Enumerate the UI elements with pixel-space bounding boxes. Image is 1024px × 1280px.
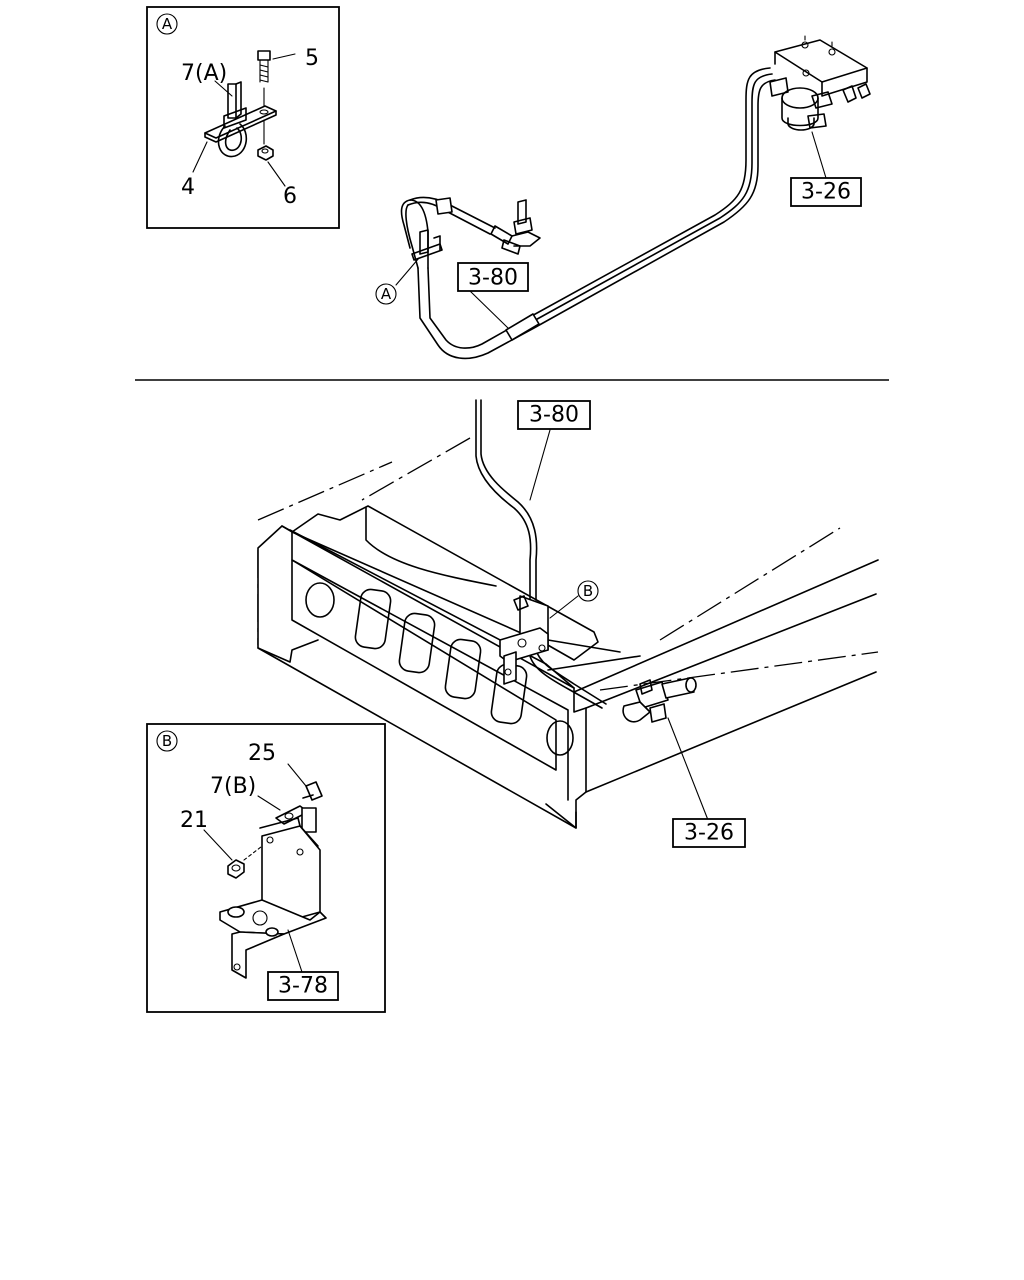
bottom-ref-3-26-box [672,818,746,848]
manifold-block-icon [774,35,871,103]
top-fitting-icon [490,199,541,255]
callout-21: 21 [180,808,208,833]
detail-b-ref-3-78: 3-78 [278,974,328,999]
leader-6 [267,161,286,187]
top-clamp-a-icon [411,229,443,261]
detail-b-marker-circle [156,730,178,752]
bottom-marker-b: B [583,582,593,600]
bolt-5-icon [257,50,296,83]
bottom-ref-3-80: 3-80 [529,403,579,428]
callout-7a: 7(A) [181,61,227,86]
bottom-marker-b-circle [577,580,599,602]
leader-top-3-26 [811,131,827,179]
detail-b-ref-3-78-box [267,971,339,1001]
bottom-ref-3-26: 3-26 [684,821,734,846]
clip-plate-icon [204,81,277,158]
detail-a-marker-circle [156,13,178,35]
frame-hole-right [546,720,574,756]
top-ref-3-26-box [790,177,862,207]
callout-7b: 7(B) [210,774,256,799]
top-valve-3-26-icon [769,77,833,131]
callout-25: 25 [248,741,276,766]
bottom-ref-3-80-box [517,400,591,430]
leader-3-78 [287,929,303,973]
bracket-3-78-icon [219,817,327,979]
leader-bottom-b [549,595,579,619]
detail-a-panel: A 7 [146,6,340,229]
leader-4 [192,141,208,173]
leader-bottom-3-26 [667,717,709,821]
detail-b-panel: B [146,723,386,1013]
top-marker-a: A [381,285,392,303]
top-marker-a-circle [375,283,397,305]
detail-a-marker: A [162,15,173,33]
callout-5: 5 [305,46,319,71]
top-ref-3-80: 3-80 [468,266,518,291]
leader-top-a [395,257,420,286]
frame-bracket-b-icon [499,595,549,685]
top-ref-3-80-box [457,262,529,292]
callout-6: 6 [283,184,297,209]
bottom-frame-assembly: B 3-26 3-80 [257,399,879,848]
nut-6-icon [257,119,274,161]
leader-top-3-80 [469,290,509,329]
bottom-valve-3-26-icon [622,677,697,723]
detail-b-marker: B [162,732,172,750]
callout-4: 4 [181,175,195,200]
top-hose-assembly: A 3-80 3-26 [375,35,871,360]
top-ref-3-26: 3-26 [801,180,851,205]
leader-bottom-3-80 [529,429,551,501]
frame-hole-left [305,582,335,618]
leader-7a [214,80,233,97]
bolt-25-icon [287,763,323,801]
